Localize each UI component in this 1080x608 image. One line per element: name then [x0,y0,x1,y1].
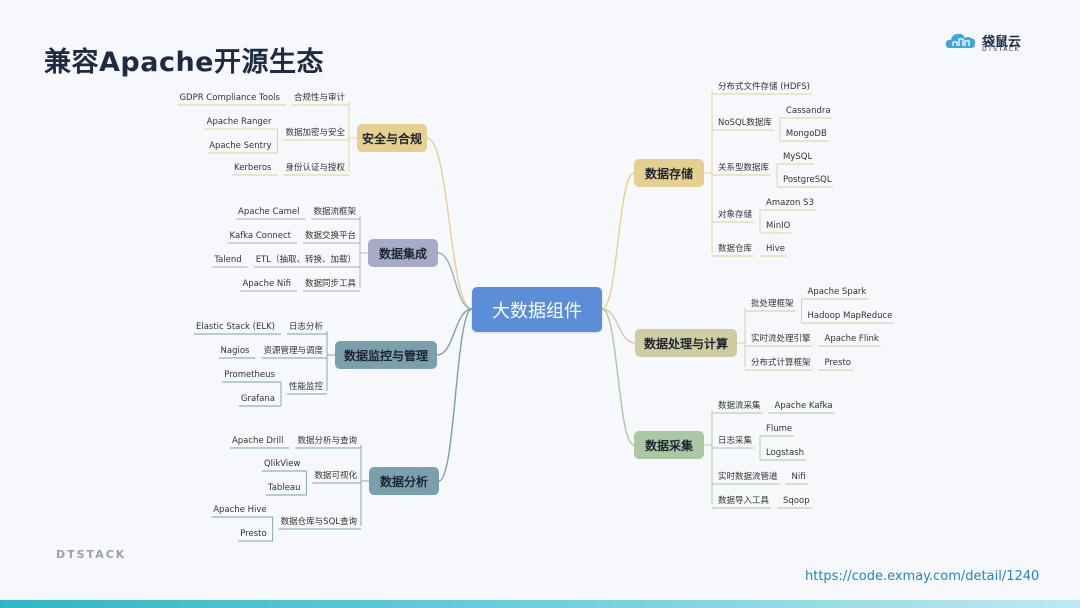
leaf-node: Logstash [766,448,804,458]
category-node: 合规性与审计 [293,93,345,103]
category-node: 数据同步工具 [304,279,356,289]
branch-node: 数据监控与管理 [335,341,437,369]
leaf-node: MinIO [766,221,791,231]
leaf-node: Apache Camel [238,207,300,217]
category-node: 数据导入工具 [718,496,770,506]
leaf-node: Amazon S3 [766,198,814,208]
leaf-node: Presto [240,529,267,539]
leaf-node: Sqoop [783,496,810,506]
category-node: 关系型数据库 [718,163,770,173]
category-node: 数据可视化 [314,471,357,481]
leaf-node: Apache Sentry [209,141,272,151]
category-node: 数据分析与查询 [297,436,357,446]
leaf-node: Tableau [267,483,301,493]
leaf-node: PostgreSQL [783,175,832,185]
leaf-node: Apache Drill [231,436,284,446]
leaf-node: Apache Kafka [774,401,833,411]
leaf-node: Apache Flink [824,334,879,344]
branch-node: 数据集成 [368,239,438,267]
leaf-node: Talend [214,255,242,265]
mindmap-root: 大数据组件 [472,287,602,332]
logo-subtext: DTSTACK [982,46,1020,53]
category-node: 分布式计算框架 [751,358,811,368]
leaf-node: MongoDB [785,129,827,139]
category-node: 数据仓库与SQL查询 [280,517,357,527]
source-url[interactable]: https://code.exmay.com/detail/1240 [805,569,1040,584]
category-node: 数据流采集 [718,401,761,411]
category-node: 日志采集 [718,436,753,446]
leaf-node: Flume [766,424,793,434]
category-node: 数据交换平台 [304,231,356,241]
logo-text: 袋鼠云 [982,35,1022,50]
connector-line [438,308,473,482]
leaf-node: Nagios [220,346,250,356]
connector-line [601,308,635,446]
category-node: 数据加密与安全 [285,128,345,138]
leaf-node: Kafka Connect [229,231,291,241]
leaf-node: Nifi [791,472,806,482]
category-node: 实时数据流管道 [718,472,778,482]
page-title: 兼容Apache开源生态 [44,47,324,78]
category-node: NoSQL数据库 [718,118,772,128]
leaf-node: Hadoop MapReduce [807,311,893,321]
leaf-node: Hive [766,244,786,254]
category-node: 批处理框架 [751,299,794,309]
category-node: 日志分析 [288,322,323,332]
leaf-node: Kerberos [234,163,272,173]
category-node: 分布式文件存储 (HDFS) [718,82,810,92]
leaf-node: GDPR Compliance Tools [179,93,280,103]
bottom-accent-bar [0,600,1080,608]
branch-node: 安全与合规 [357,124,427,152]
connector-line [436,308,473,356]
leaf-node: Elastic Stack (ELK) [195,322,275,332]
leaf-node: Grafana [240,394,275,404]
category-node: 实时流处理引擎 [751,334,811,344]
leaf-node: Apache Nifi [242,279,291,289]
category-node: 对象存储 [718,210,753,220]
leaf-node: Apache Spark [807,287,867,297]
leaf-node: Apache Ranger [206,117,272,127]
brand-logo: 袋鼠云 DTSTACK [944,28,1034,56]
connector-line [426,137,473,310]
leaf-node: QlikView [263,459,301,469]
cloud-logo-icon [945,33,976,48]
leaf-node: Presto [824,358,851,368]
leaf-node: Apache Hive [213,505,267,515]
category-node: 数据仓库 [718,244,753,254]
category-node: 身份认证与授权 [285,163,345,173]
branch-node: 数据分析 [369,467,439,495]
category-node: 资源管理与调度 [263,346,323,356]
branch-node: 数据处理与计算 [635,329,737,357]
category-node: 性能监控 [288,382,323,392]
connector-line [601,172,635,310]
leaf-node: Prometheus [224,370,275,380]
footer-brand: DTSTACK [56,548,127,561]
leaf-node: Cassandra [785,106,831,116]
category-node: 数据流框架 [313,207,356,217]
connector-line [437,252,473,310]
category-node: ETL（抽取、转换、加载） [255,255,356,265]
leaf-node: MySQL [783,152,813,162]
connector-line [601,308,636,344]
branch-node: 数据存储 [634,159,704,187]
branch-node: 数据采集 [634,431,704,459]
